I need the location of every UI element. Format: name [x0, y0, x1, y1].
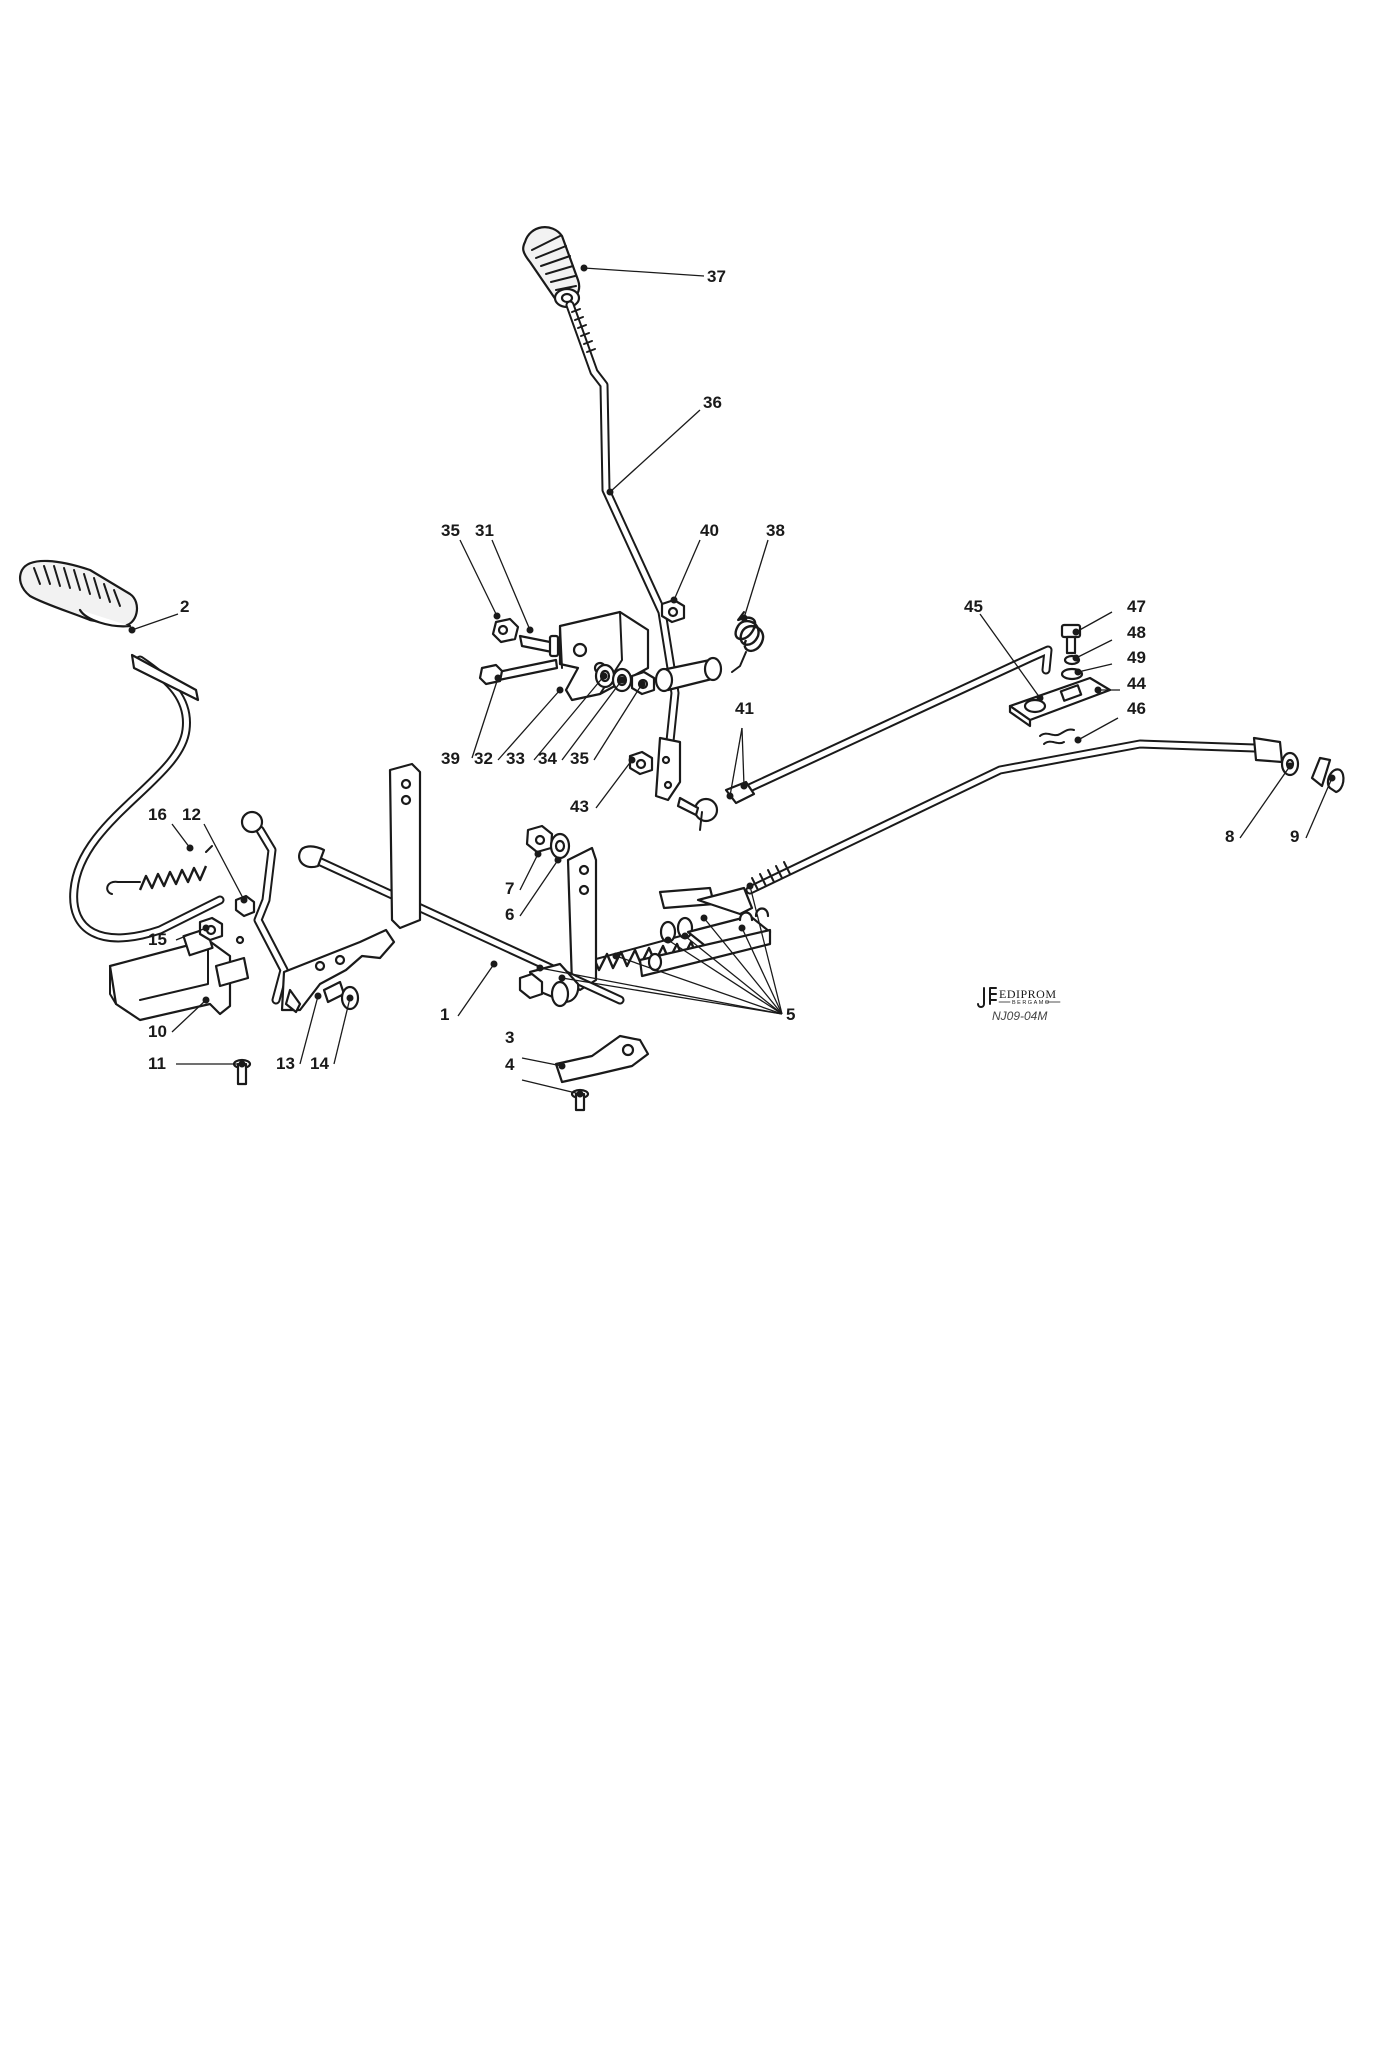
callout-37: 37	[707, 267, 726, 286]
part-bushing	[654, 656, 723, 693]
part-5-spring-assembly	[583, 886, 772, 978]
part-s-rod	[240, 810, 289, 1005]
callout-45: 45	[964, 597, 983, 616]
callout-35-top: 35	[441, 521, 460, 540]
drawing-code: NJ09-04M	[992, 1009, 1047, 1023]
parts-layer	[19, 226, 1345, 1112]
callout-12: 12	[182, 805, 201, 824]
part-31-bolt	[491, 617, 560, 658]
callout-7: 7	[505, 879, 514, 898]
callout-40: 40	[700, 521, 719, 540]
callout-11: 11	[148, 1054, 166, 1073]
brand-city: BERGAMO	[1012, 1000, 1051, 1006]
part-2-pedal	[19, 559, 225, 943]
callout-34: 34	[538, 749, 557, 768]
part-38-spring	[731, 611, 765, 673]
callout-38: 38	[766, 521, 785, 540]
callout-8: 8	[1225, 827, 1234, 846]
callout-10: 10	[148, 1022, 167, 1041]
part-throttle-rod	[745, 736, 1345, 895]
part-10-bracket	[108, 927, 250, 1022]
brand-name: EDIPROM	[999, 987, 1057, 1001]
part-3-clamp	[554, 1034, 650, 1084]
part-43-nut	[628, 750, 654, 776]
part-36-lever-rod	[565, 300, 682, 802]
callout-46: 46	[1127, 699, 1146, 718]
callout-14: 14	[310, 1054, 329, 1073]
callout-15: 15	[148, 930, 167, 949]
callout-3: 3	[505, 1028, 514, 1047]
callout-4: 4	[505, 1055, 515, 1074]
callout-6: 6	[505, 905, 514, 924]
part-16-spring	[106, 845, 213, 895]
callout-31: 31	[475, 521, 494, 540]
ediprom-logo: EDIPROM BERGAMO NJ09-04M	[977, 987, 1061, 1023]
callout-1: 1	[440, 1005, 449, 1024]
callout-9: 9	[1290, 827, 1299, 846]
part-14-bolt	[322, 980, 360, 1011]
callout-47: 47	[1127, 597, 1146, 616]
part-39-bolt	[478, 658, 559, 686]
part-44-plate	[1008, 623, 1112, 745]
leader-fan-5	[536, 882, 783, 1015]
callout-33: 33	[506, 749, 525, 768]
callout-32: 32	[474, 749, 493, 768]
part-41-linkage-rod	[676, 645, 1053, 831]
callout-36: 36	[703, 393, 722, 412]
callout-41: 41	[735, 699, 754, 718]
part-12-nut	[234, 894, 256, 918]
part-6-7-nut-washer	[525, 824, 598, 992]
callout-16: 16	[148, 805, 167, 824]
callout-2: 2	[180, 597, 189, 616]
leader-lines	[128, 264, 1336, 1098]
callout-48: 48	[1127, 623, 1146, 642]
callout-43: 43	[570, 797, 589, 816]
callout-39: 39	[441, 749, 460, 768]
part-13-lever	[280, 928, 396, 1014]
callout-5: 5	[786, 1005, 795, 1024]
part-40-nut	[660, 598, 686, 624]
callout-44: 44	[1127, 674, 1146, 693]
callout-35-bottom: 35	[570, 749, 589, 768]
part-1-cross-shaft	[298, 762, 625, 1008]
callout-49: 49	[1127, 648, 1146, 667]
callout-13: 13	[276, 1054, 295, 1073]
callout-labels: 37 36 35 31 40 38 2 45 47 48 49 44 46 41…	[148, 267, 1299, 1074]
part-37-knob	[522, 226, 581, 309]
